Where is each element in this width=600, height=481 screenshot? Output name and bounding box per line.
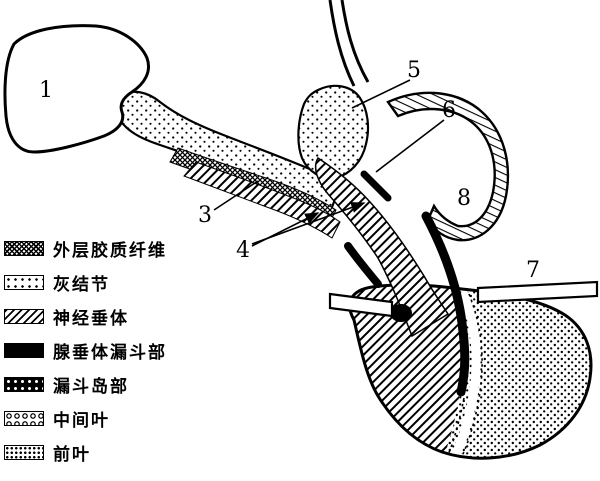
neurohypophysis-stalk <box>314 156 450 338</box>
legend-item-anterior-lobe: 前叶 <box>4 442 167 465</box>
swatch-diagonal-hatch-icon <box>4 308 44 324</box>
adenohypophysis-infundibular-segment-lower <box>344 242 382 288</box>
label-3: 3 <box>198 203 212 228</box>
swatch-dense-stipple-icon <box>4 444 44 460</box>
membrane-line-outer <box>328 0 356 87</box>
label-1: 1 <box>39 78 53 103</box>
leader-line-4b <box>251 202 366 245</box>
neurohypophysis-band <box>183 161 341 239</box>
leader-line-3 <box>213 180 259 211</box>
left-bar <box>328 292 394 318</box>
legend-label-adenohypophysis-infundibular: 腺垂体漏斗部 <box>53 342 167 363</box>
legend-label-outer-glial-fibers: 外层胶质纤维 <box>53 240 167 261</box>
label-4: 4 <box>236 238 250 263</box>
stippled-nodule <box>297 84 370 180</box>
legend-label-neurohypophysis: 神经垂体 <box>53 308 129 329</box>
legend: 外层胶质纤维 灰结节 神经垂体 腺垂体漏斗部 漏斗岛部 中间叶 前叶 <box>4 238 167 465</box>
infundibular-island-knob <box>390 304 412 322</box>
swatch-solid-black-icon <box>4 342 44 358</box>
leader-line-6 <box>375 119 445 173</box>
swatch-rings-icon <box>4 410 44 426</box>
legend-item-infundibular-island: 漏斗岛部 <box>4 374 167 397</box>
label-6: 6 <box>442 98 456 123</box>
legend-label-intermediate-lobe: 中间叶 <box>53 410 110 431</box>
legend-label-infundibular-island: 漏斗岛部 <box>53 376 129 397</box>
swatch-dense-crosshatch-icon <box>4 240 44 256</box>
swatch-stipple-icon <box>4 274 44 290</box>
black-divider-band <box>421 211 470 397</box>
legend-item-adenohypophysis-infundibular: 腺垂体漏斗部 <box>4 340 167 363</box>
legend-item-neurohypophysis: 神经垂体 <box>4 306 167 329</box>
adenohypophysis-infundibular-segment-upper <box>360 170 392 202</box>
legend-item-intermediate-lobe: 中间叶 <box>4 408 167 431</box>
legend-item-tuber-cinereum: 灰结节 <box>4 272 167 295</box>
label-5: 5 <box>407 58 421 83</box>
leader-line-5 <box>351 79 411 109</box>
legend-label-anterior-lobe: 前叶 <box>53 444 91 465</box>
membrane-line-inner <box>340 0 370 83</box>
label-7: 7 <box>526 258 540 283</box>
label-8: 8 <box>457 186 471 211</box>
legend-label-tuber-cinereum: 灰结节 <box>53 274 110 295</box>
swatch-black-white-dots-icon <box>4 376 44 392</box>
legend-item-outer-glial-fibers: 外层胶质纤维 <box>4 238 167 261</box>
structure-1-outline <box>3 24 150 154</box>
tuber-cinereum-stippled-tract <box>113 90 340 214</box>
right-bar <box>476 280 599 304</box>
